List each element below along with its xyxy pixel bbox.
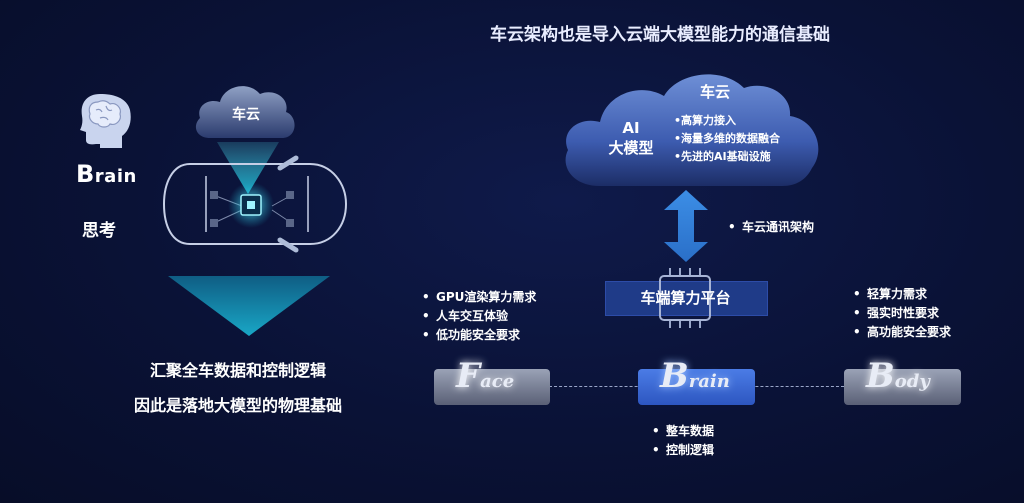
page-title: 车云架构也是导入云端大模型能力的通信基础 bbox=[490, 25, 830, 45]
platform-label: 车端算力平台 bbox=[640, 289, 731, 307]
platform-chip-icon bbox=[659, 268, 711, 328]
think-label: 思考 bbox=[82, 221, 116, 241]
brain-box bbox=[638, 369, 755, 405]
brain-data-list: •整车数据 •控制逻辑 bbox=[652, 422, 714, 460]
down-arrow-icon bbox=[168, 276, 330, 336]
car-outline-icon bbox=[162, 155, 348, 253]
head-brain-icon bbox=[80, 94, 131, 148]
brain-word: Brain bbox=[660, 356, 730, 396]
list-item: •先进的AI基础设施 bbox=[674, 150, 771, 163]
chip-icon bbox=[228, 182, 274, 228]
car-cloud-icon bbox=[565, 74, 819, 186]
body-requirements-list: •轻算力需求 •强实时性要求 •高功能安全要求 bbox=[853, 285, 951, 342]
platform-bar bbox=[605, 281, 768, 316]
cloud-feature-list: •高算力接入 •海量多维的数据融合 •先进的AI基础设施 bbox=[674, 112, 780, 166]
face-box bbox=[434, 369, 550, 405]
arch-label: •车云通讯架构 bbox=[728, 220, 815, 234]
face-word: Face bbox=[456, 356, 515, 396]
face-requirements-list: •GPU渲染算力需求 •人车交互体验 •低功能安全要求 bbox=[422, 288, 536, 345]
cloud-title: 车云 bbox=[700, 83, 731, 101]
list-item: •轻算力需求 bbox=[853, 287, 928, 301]
list-item: •强实时性要求 bbox=[853, 306, 940, 320]
body-box bbox=[844, 369, 961, 405]
list-item: •高算力接入 bbox=[674, 114, 737, 127]
double-arrow-icon bbox=[664, 190, 708, 262]
list-item: •低功能安全要求 bbox=[422, 328, 521, 342]
ai-model-label: AI 大模型 bbox=[608, 119, 654, 157]
left-caption-line-1: 汇聚全车数据和控制逻辑 bbox=[149, 361, 326, 380]
signal-beam bbox=[217, 142, 279, 194]
list-item: •控制逻辑 bbox=[652, 443, 715, 457]
list-item: •GPU渲染算力需求 bbox=[422, 290, 537, 304]
list-item: •高功能安全要求 bbox=[853, 325, 952, 339]
list-item: •人车交互体验 bbox=[422, 309, 509, 323]
brain-label: Brain bbox=[76, 160, 137, 188]
list-item: •整车数据 bbox=[652, 424, 715, 438]
left-cloud-label: 车云 bbox=[232, 107, 260, 123]
cloud-icon bbox=[195, 86, 295, 138]
left-caption-line-2: 因此是落地大模型的物理基础 bbox=[133, 396, 342, 415]
body-word: Body bbox=[866, 356, 930, 396]
list-item: •海量多维的数据融合 bbox=[674, 132, 781, 145]
